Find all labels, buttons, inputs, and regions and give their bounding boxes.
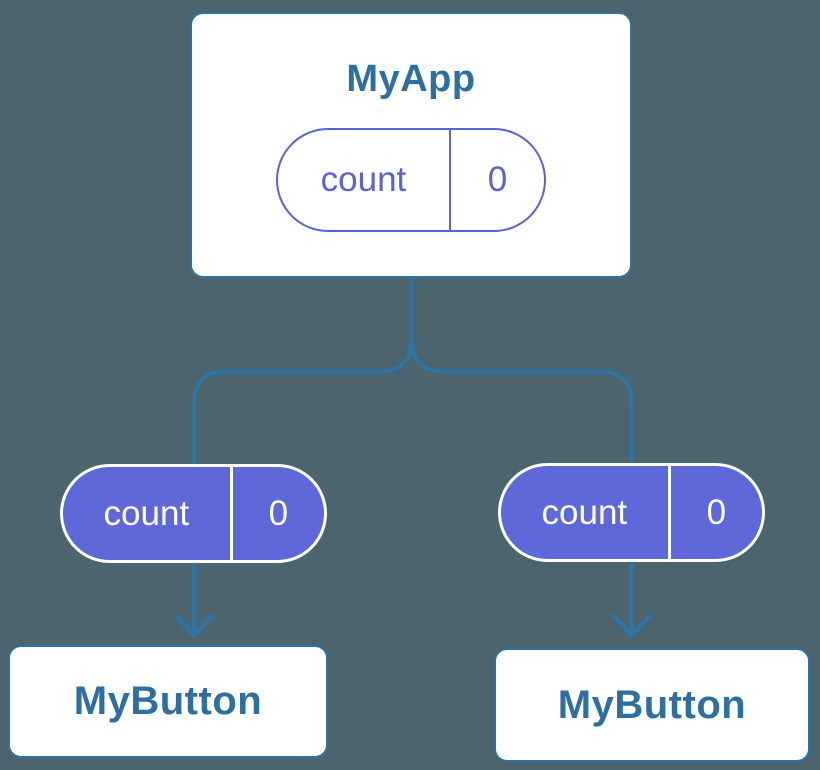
root-component-title: MyApp [346, 58, 476, 100]
state-name-label: count [541, 492, 628, 532]
state-name-label: count [103, 493, 190, 533]
fork-branch-left [192, 277, 414, 466]
child-component-card-left: MyButton [8, 645, 328, 758]
root-component-card: MyApp count 0 [190, 12, 632, 278]
child-state-pill-right: count 0 [498, 463, 765, 562]
child-component-card-right: MyButton [494, 648, 810, 762]
state-name-label: count [320, 160, 407, 199]
child-component-title: MyButton [73, 679, 263, 723]
arrow-head-right-icon [611, 613, 652, 638]
child-state-pill-left: count 0 [60, 464, 327, 563]
arrow-head-left-icon [174, 613, 214, 638]
fork-branch-right [409, 277, 634, 466]
state-value-label: 0 [667, 466, 762, 559]
root-state-pill: count 0 [276, 128, 546, 232]
child-component-title: MyButton [557, 682, 747, 727]
state-value-label: 0 [448, 130, 544, 230]
state-value-label: 0 [229, 467, 324, 560]
